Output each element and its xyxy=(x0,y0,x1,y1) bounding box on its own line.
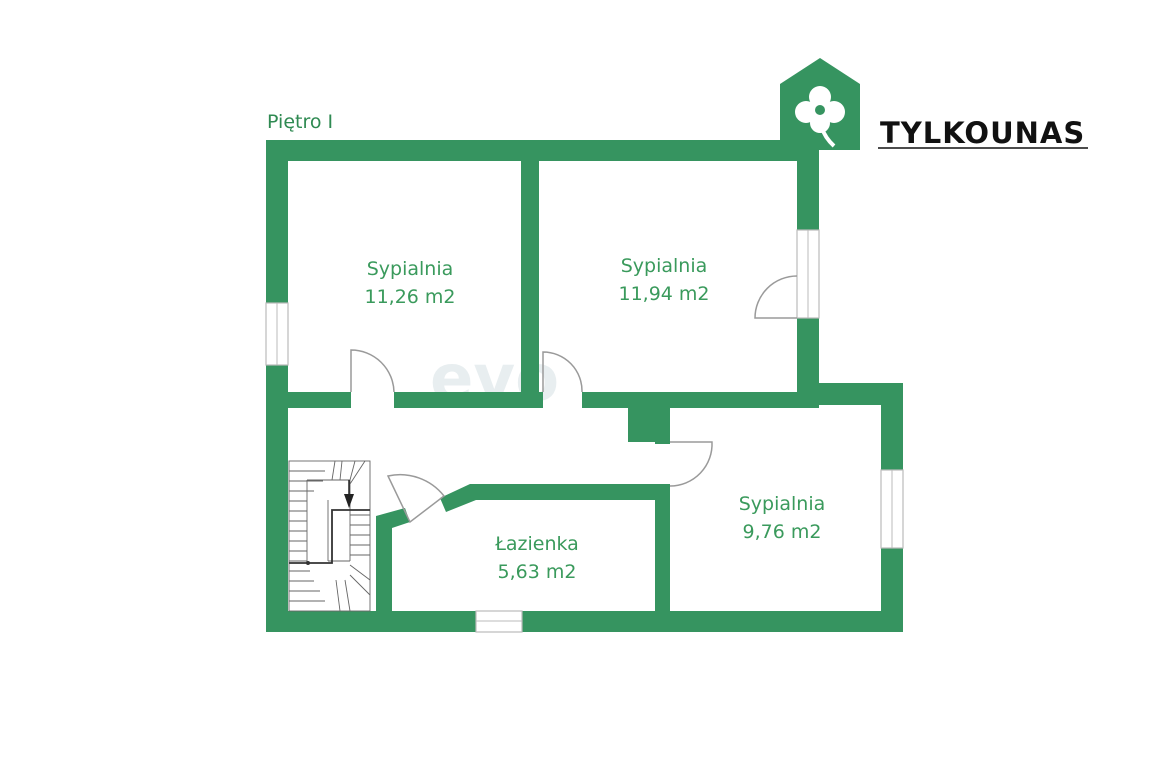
stairs-arrow-icon xyxy=(344,494,354,508)
door-bedroom3 xyxy=(669,441,713,487)
wall-hall-c xyxy=(582,392,819,408)
wall-divider-bedrooms xyxy=(521,140,539,406)
room-bedroom-3: Sypialnia 9,76 m2 xyxy=(739,493,826,543)
room-area: 11,94 m2 xyxy=(618,283,709,305)
room-area: 11,26 m2 xyxy=(364,286,455,308)
wall-bottom xyxy=(266,611,903,632)
room-name: Łazienka xyxy=(494,533,579,555)
wall-hall-b xyxy=(394,392,543,408)
room-bedroom-1: Sypialnia 11,26 m2 xyxy=(364,258,455,308)
walls xyxy=(266,140,903,632)
room-bedroom-2: Sypialnia 11,94 m2 xyxy=(618,255,709,305)
door-bathroom xyxy=(386,473,446,524)
wall-bedroom3-lower xyxy=(655,486,670,632)
room-area: 9,76 m2 xyxy=(743,521,822,543)
wall-bathroom-left xyxy=(376,508,410,632)
floor-label: Piętro I xyxy=(267,111,333,133)
room-bathroom: Łazienka 5,63 m2 xyxy=(494,533,579,583)
stairs-outline xyxy=(288,460,371,612)
windows xyxy=(265,229,904,633)
room-name: Sypialnia xyxy=(621,255,708,277)
wall-top xyxy=(266,140,819,161)
door-bedroom1 xyxy=(350,349,395,393)
wall-bedroom3-upper xyxy=(655,392,670,444)
doors xyxy=(350,275,798,524)
staircase xyxy=(288,460,371,612)
door-balcony xyxy=(754,275,798,319)
brand-name: TYLKOUNAS xyxy=(880,116,1085,150)
room-name: Sypialnia xyxy=(367,258,454,280)
door-bedroom2-hall xyxy=(542,351,583,393)
room-name: Sypialnia xyxy=(739,493,826,515)
wall-hall-a xyxy=(266,392,351,408)
wall-bathroom-top xyxy=(440,484,670,512)
wall-step xyxy=(797,383,903,405)
brand-logo: TYLKOUNAS xyxy=(780,58,1088,150)
wall-left xyxy=(266,140,288,632)
room-area: 5,63 m2 xyxy=(498,561,577,583)
